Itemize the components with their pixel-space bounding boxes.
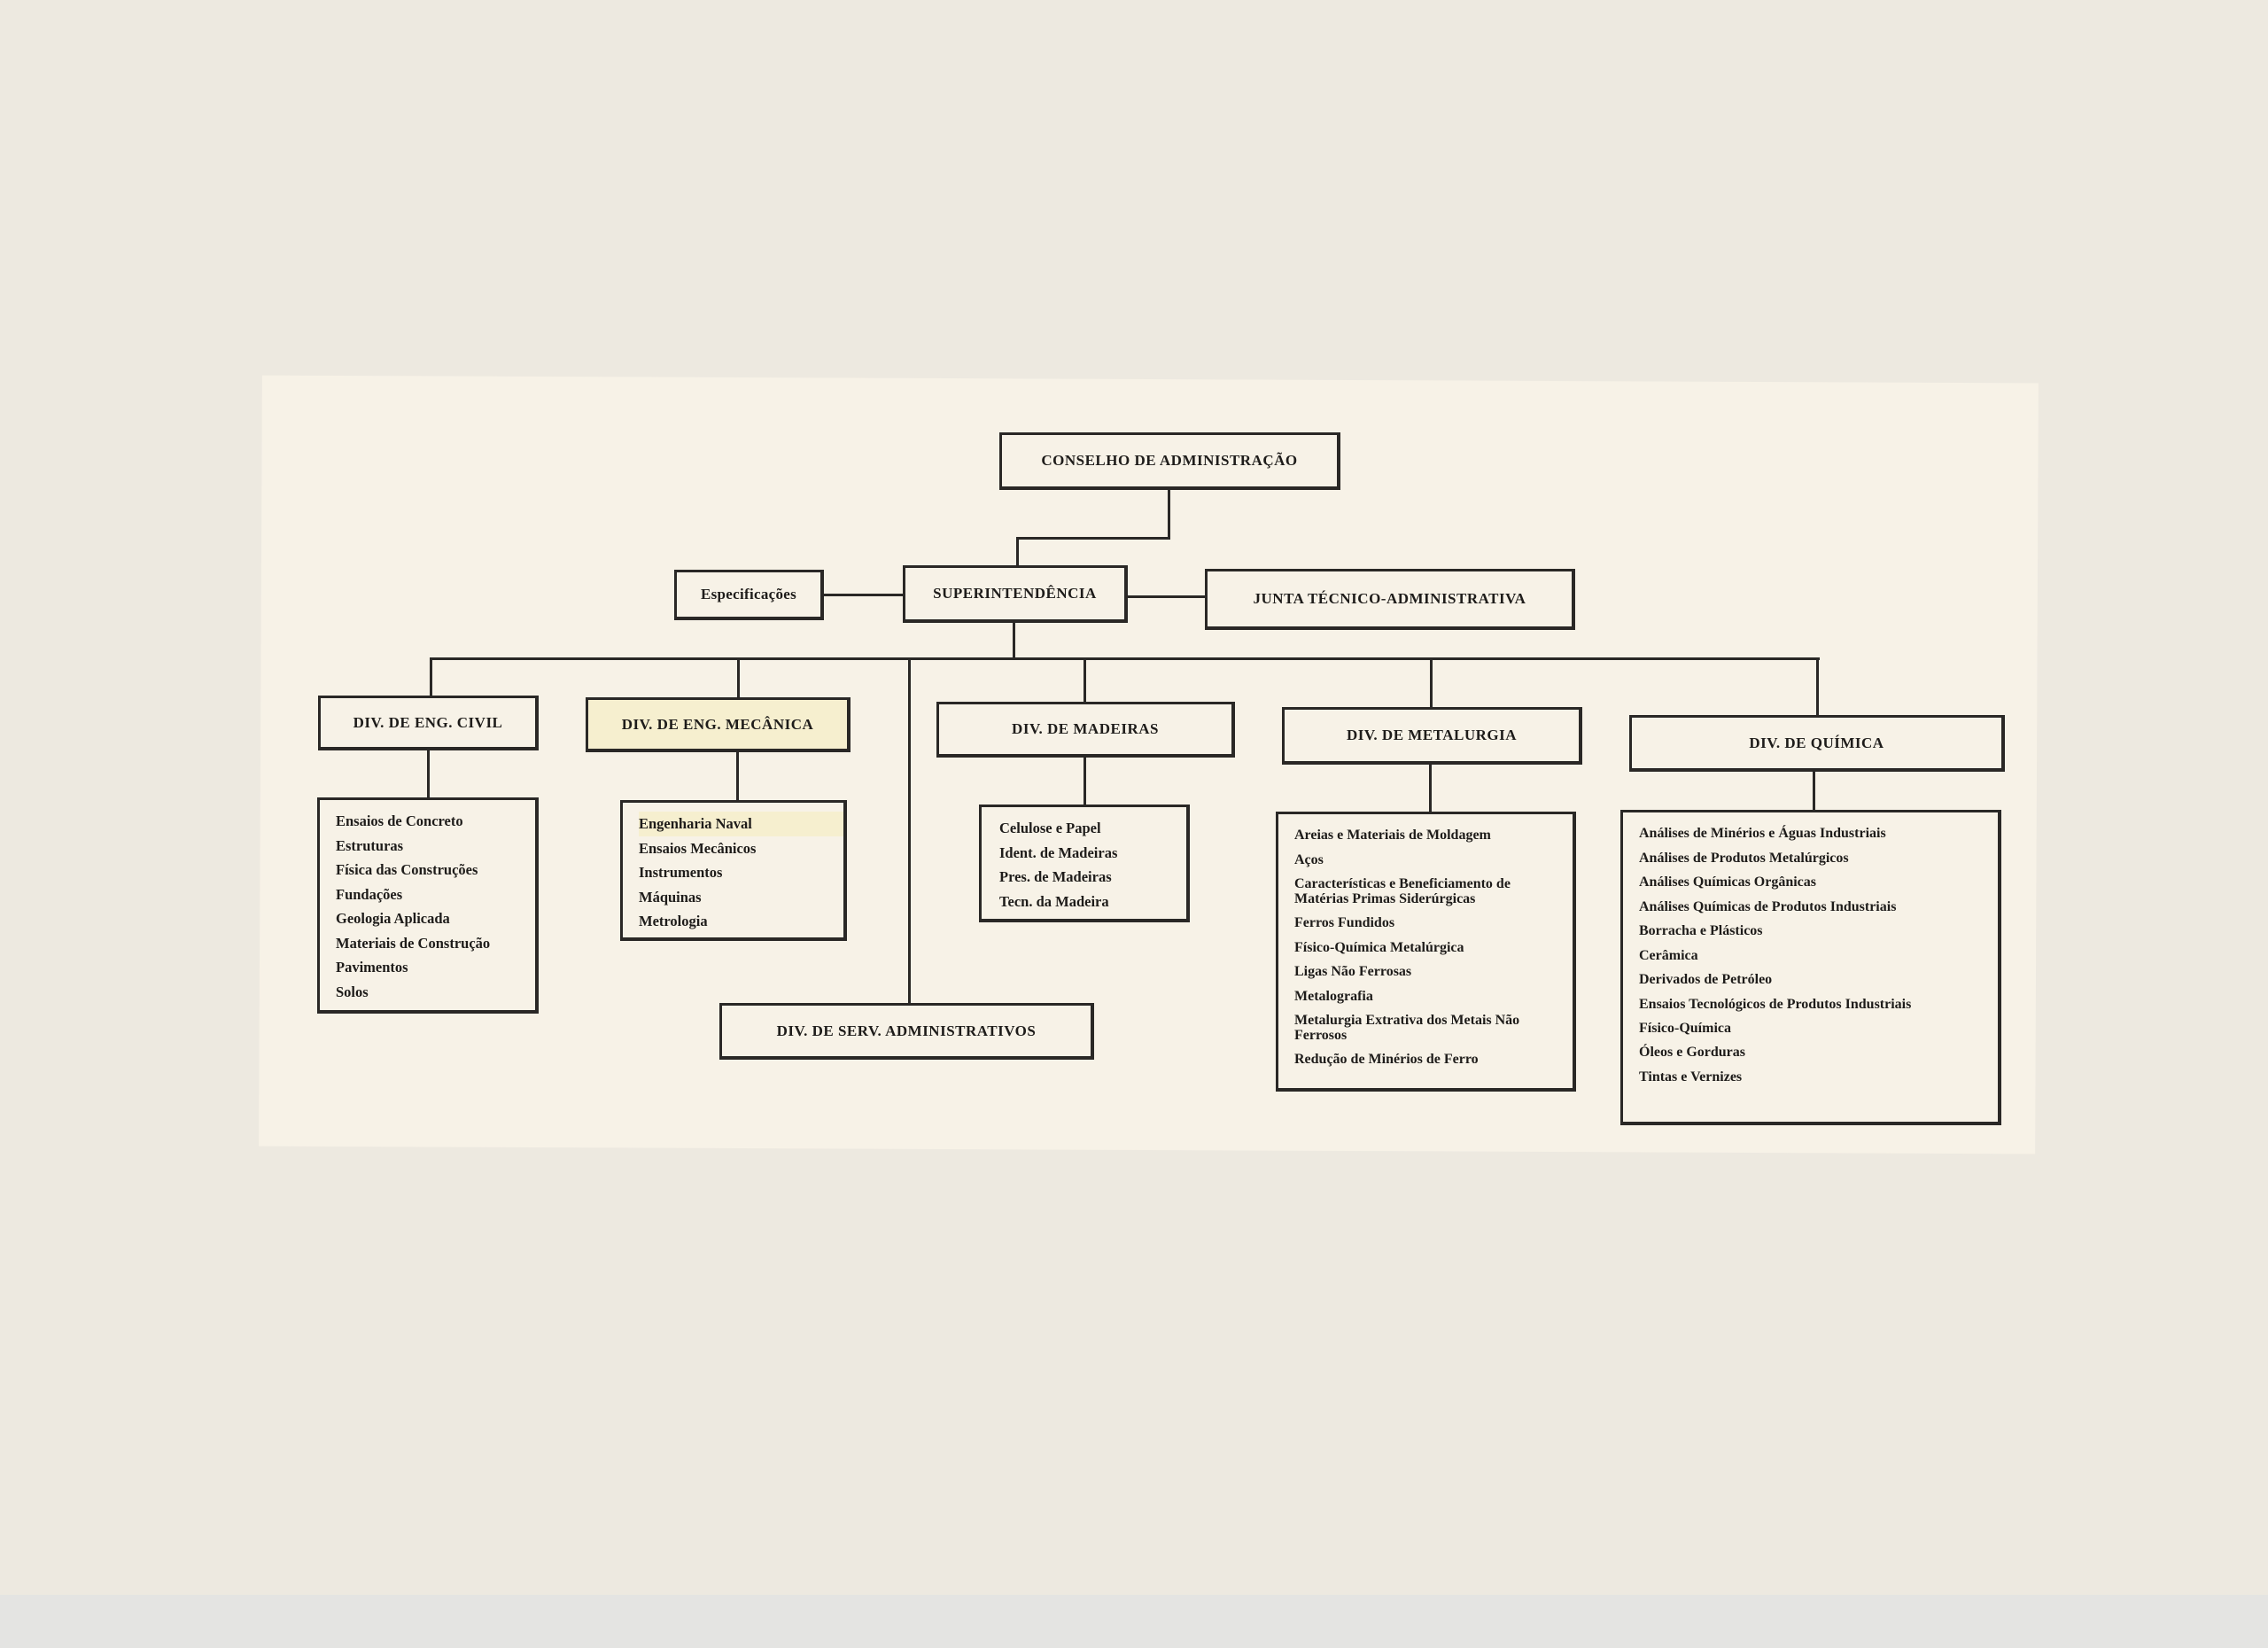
div-eng-civil-box: DIV. DE ENG. CIVIL — [318, 696, 539, 750]
list-item: Estruturas — [336, 836, 404, 854]
list-item: Óleos e Gorduras — [1639, 1045, 1745, 1060]
list-item: Pavimentos — [336, 959, 408, 976]
list-item: Análises Químicas de Produtos Industriai… — [1639, 898, 1897, 914]
list-item: Ensaios Tecnológicos de Produtos Industr… — [1639, 996, 1912, 1012]
list-item: Ensaios de Concreto — [336, 812, 463, 829]
div-serv-administrativos-box: DIV. DE SERV. ADMINISTRATIVOS — [719, 1003, 1094, 1060]
list-item: Derivados de Petróleo — [1639, 972, 1773, 987]
list-item: Ensaios Mecânicos — [639, 839, 757, 857]
list-item: Borracha e Plásticos — [1639, 923, 1763, 938]
list-item: Máquinas — [639, 888, 702, 906]
div-quimica-box: DIV. DE QUÍMICA — [1629, 715, 2005, 772]
list-item: Físico-Química Metalúrgica — [1294, 939, 1464, 955]
junta-box: JUNTA TÉCNICO-ADMINISTRATIVA — [1205, 569, 1575, 630]
list-item: Física das Construções — [336, 861, 478, 878]
conselho-box: CONSELHO DE ADMINISTRAÇÃO — [999, 432, 1340, 490]
div-madeiras-box: DIV. DE MADEIRAS — [936, 702, 1235, 758]
metalurgia-sections-list: Areias e Materiais de Moldagem Aços Cara… — [1276, 812, 1576, 1092]
list-item: Instrumentos — [639, 864, 723, 881]
div-eng-mecanica-box: DIV. DE ENG. MECÂNICA — [586, 697, 850, 752]
list-item: Redução de Minérios de Ferro — [1294, 1052, 1479, 1067]
list-item: Tecn. da Madeira — [999, 892, 1109, 910]
list-item: Aços — [1294, 851, 1324, 867]
list-item: Metalografia — [1294, 988, 1373, 1004]
list-item: Pres. de Madeiras — [999, 868, 1112, 885]
civil-sections-list: Ensaios de Concreto Estruturas Física da… — [317, 797, 539, 1014]
list-item: Cerâmica — [1639, 947, 1698, 963]
list-item: Ident. de Madeiras — [999, 843, 1118, 861]
list-item: Celulose e Papel — [999, 820, 1101, 836]
list-item: Fundações — [336, 885, 403, 903]
list-item: Metrologia — [639, 913, 708, 929]
list-item: Areias e Materiais de Moldagem — [1294, 828, 1491, 843]
list-item: Engenharia Naval — [639, 812, 843, 836]
list-item: Solos — [336, 983, 369, 1000]
quimica-sections-list: Análises de Minérios e Águas Industriais… — [1620, 810, 2001, 1125]
superintendencia-box: SUPERINTENDÊNCIA — [903, 565, 1128, 623]
list-item: Análises Químicas Orgânicas — [1639, 875, 1817, 890]
madeiras-sections-list: Celulose e Papel Ident. de Madeiras Pres… — [979, 805, 1190, 922]
div-metalurgia-box: DIV. DE METALURGIA — [1282, 707, 1582, 765]
list-item: Análises de Produtos Metalúrgicos — [1639, 850, 1849, 866]
list-item: Metalurgia Extrativa dos Metais Não Ferr… — [1294, 1013, 1520, 1043]
list-item: Ferros Fundidos — [1294, 915, 1395, 930]
especificacoes-box: Especificações — [674, 570, 824, 620]
list-item: Análises de Minérios e Águas Industriais — [1639, 826, 1886, 841]
list-item: Materiais de Construção — [336, 934, 491, 952]
list-item: Tintas e Vernizes — [1639, 1069, 1743, 1084]
scanner-background-strip — [0, 1595, 2268, 1648]
list-item: Características e Beneficiamento de Maté… — [1294, 876, 1511, 906]
list-item: Ligas Não Ferrosas — [1294, 964, 1412, 979]
list-item: Físico-Química — [1639, 1020, 1731, 1036]
mecanica-sections-list: Engenharia Naval Ensaios Mecânicos Instr… — [620, 800, 847, 941]
list-item: Geologia Aplicada — [336, 910, 450, 927]
